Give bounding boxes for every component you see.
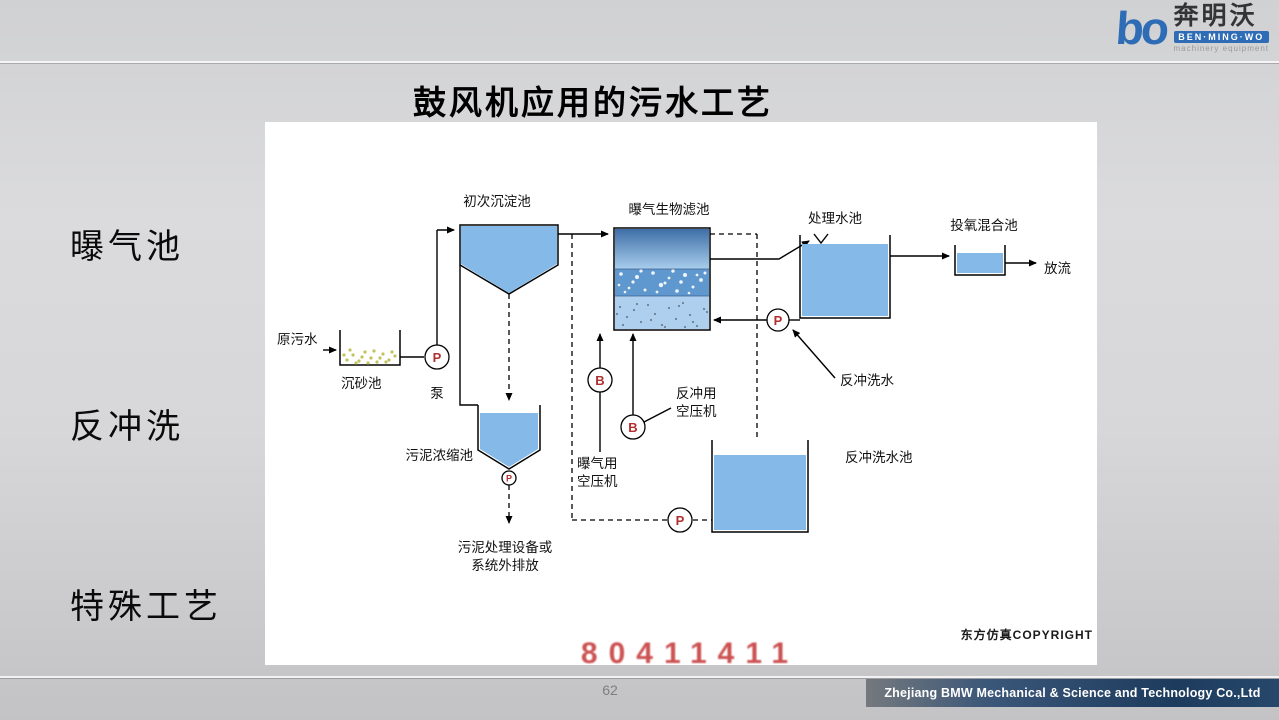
backwash-tank-outline [711, 440, 809, 533]
label-backwash-compressor-1: 反冲用 [676, 386, 717, 401]
biofilter-media-dots [615, 301, 709, 329]
grit-chamber-outline [339, 330, 401, 366]
label-primary-sedimentation: 初次沉淀池 [463, 193, 531, 209]
label-oxygen-mixing-tank: 投氧混合池 [950, 218, 1018, 233]
label-backwash-water: 反冲洗水 [840, 373, 894, 388]
treated-tank-water [802, 244, 888, 316]
page-number: 62 [602, 682, 618, 698]
backwash-water-leader [792, 329, 836, 379]
copyright-text: 东方仿真COPYRIGHT [961, 627, 1093, 642]
side-label-aeration-tank: 曝气池 [70, 229, 184, 266]
biofilter-bubbles [617, 269, 707, 295]
label-treated-water-tank: 处理水池 [808, 211, 862, 226]
treated-tank-outline [799, 235, 891, 319]
footer-company-bar: Zhejiang BMW Mechanical & Science and Te… [866, 679, 1279, 707]
scum-pipe [459, 265, 478, 406]
label-grit-chamber: 沉砂池 [341, 376, 382, 391]
aeration-blower-letter: B [595, 373, 604, 388]
side-label-backwash: 反冲洗 [70, 409, 184, 446]
label-pump: 泵 [430, 386, 444, 401]
feed-pump-letter: P [433, 350, 442, 365]
process-diagram: P P B B [265, 122, 1097, 670]
label-backwash-water-tank: 反冲洗水池 [845, 450, 913, 465]
label-aeration-biofilter: 曝气生物滤池 [629, 202, 710, 217]
company-logo: bo 奔明沃 BEN·MING·WO machinery equipment [1114, 2, 1269, 54]
biofilter-outline [613, 227, 711, 331]
mixing-tank-outline [954, 245, 1006, 276]
backwash-return-pump-letter: P [676, 513, 685, 528]
label-raw-sewage: 原污水 [277, 332, 318, 347]
thickener-pump-letter: P [506, 474, 512, 484]
backwash-blower-leader [643, 407, 672, 423]
side-label-special-process: 特殊工艺 [70, 589, 222, 626]
sedimentation-water [461, 226, 557, 293]
logo-mark-icon: bo [1114, 2, 1169, 54]
biofilter-outlet-pipe [710, 240, 810, 260]
logo-tagline: machinery equipment [1173, 44, 1269, 53]
biofilter-bubble-band [615, 269, 709, 296]
header-divider [0, 61, 1279, 63]
red-watermark-text: 80411411 [581, 637, 799, 665]
label-sludge-disposal-2: 系统外排放 [471, 558, 539, 573]
sedimentation-outline [459, 224, 559, 295]
mixing-tank-water [957, 253, 1003, 273]
backwash-blower-symbol [620, 414, 646, 440]
backwash-blower-letter: B [628, 420, 637, 435]
label-sludge-disposal-1: 污泥处理设备或 [458, 539, 553, 555]
thickener-water [480, 413, 538, 467]
label-aeration-compressor-1: 曝气用 [577, 456, 618, 471]
backwash-return-pump-symbol [667, 507, 693, 533]
label-discharge: 放流 [1044, 261, 1072, 276]
thickener-outline [477, 405, 541, 470]
backwash-tank-water [714, 455, 806, 530]
grit-chamber-sand [342, 348, 397, 365]
backwash-supply-pump-letter: P [774, 313, 783, 328]
biofilter-top-layer [615, 229, 709, 269]
label-backwash-compressor-2: 空压机 [676, 404, 717, 419]
process-diagram-svg: P P B B [277, 193, 1093, 670]
slide-title: 鼓风机应用的污水工艺 [413, 84, 773, 121]
treated-tank-inlet-funnel [813, 233, 829, 245]
label-aeration-compressor-2: 空压机 [577, 474, 618, 489]
label-sludge-thickener: 污泥浓缩池 [406, 448, 474, 463]
footer-divider [0, 676, 1279, 678]
logo-brand-en: BEN·MING·WO [1173, 31, 1269, 43]
logo-brand-cn: 奔明沃 [1173, 2, 1258, 30]
